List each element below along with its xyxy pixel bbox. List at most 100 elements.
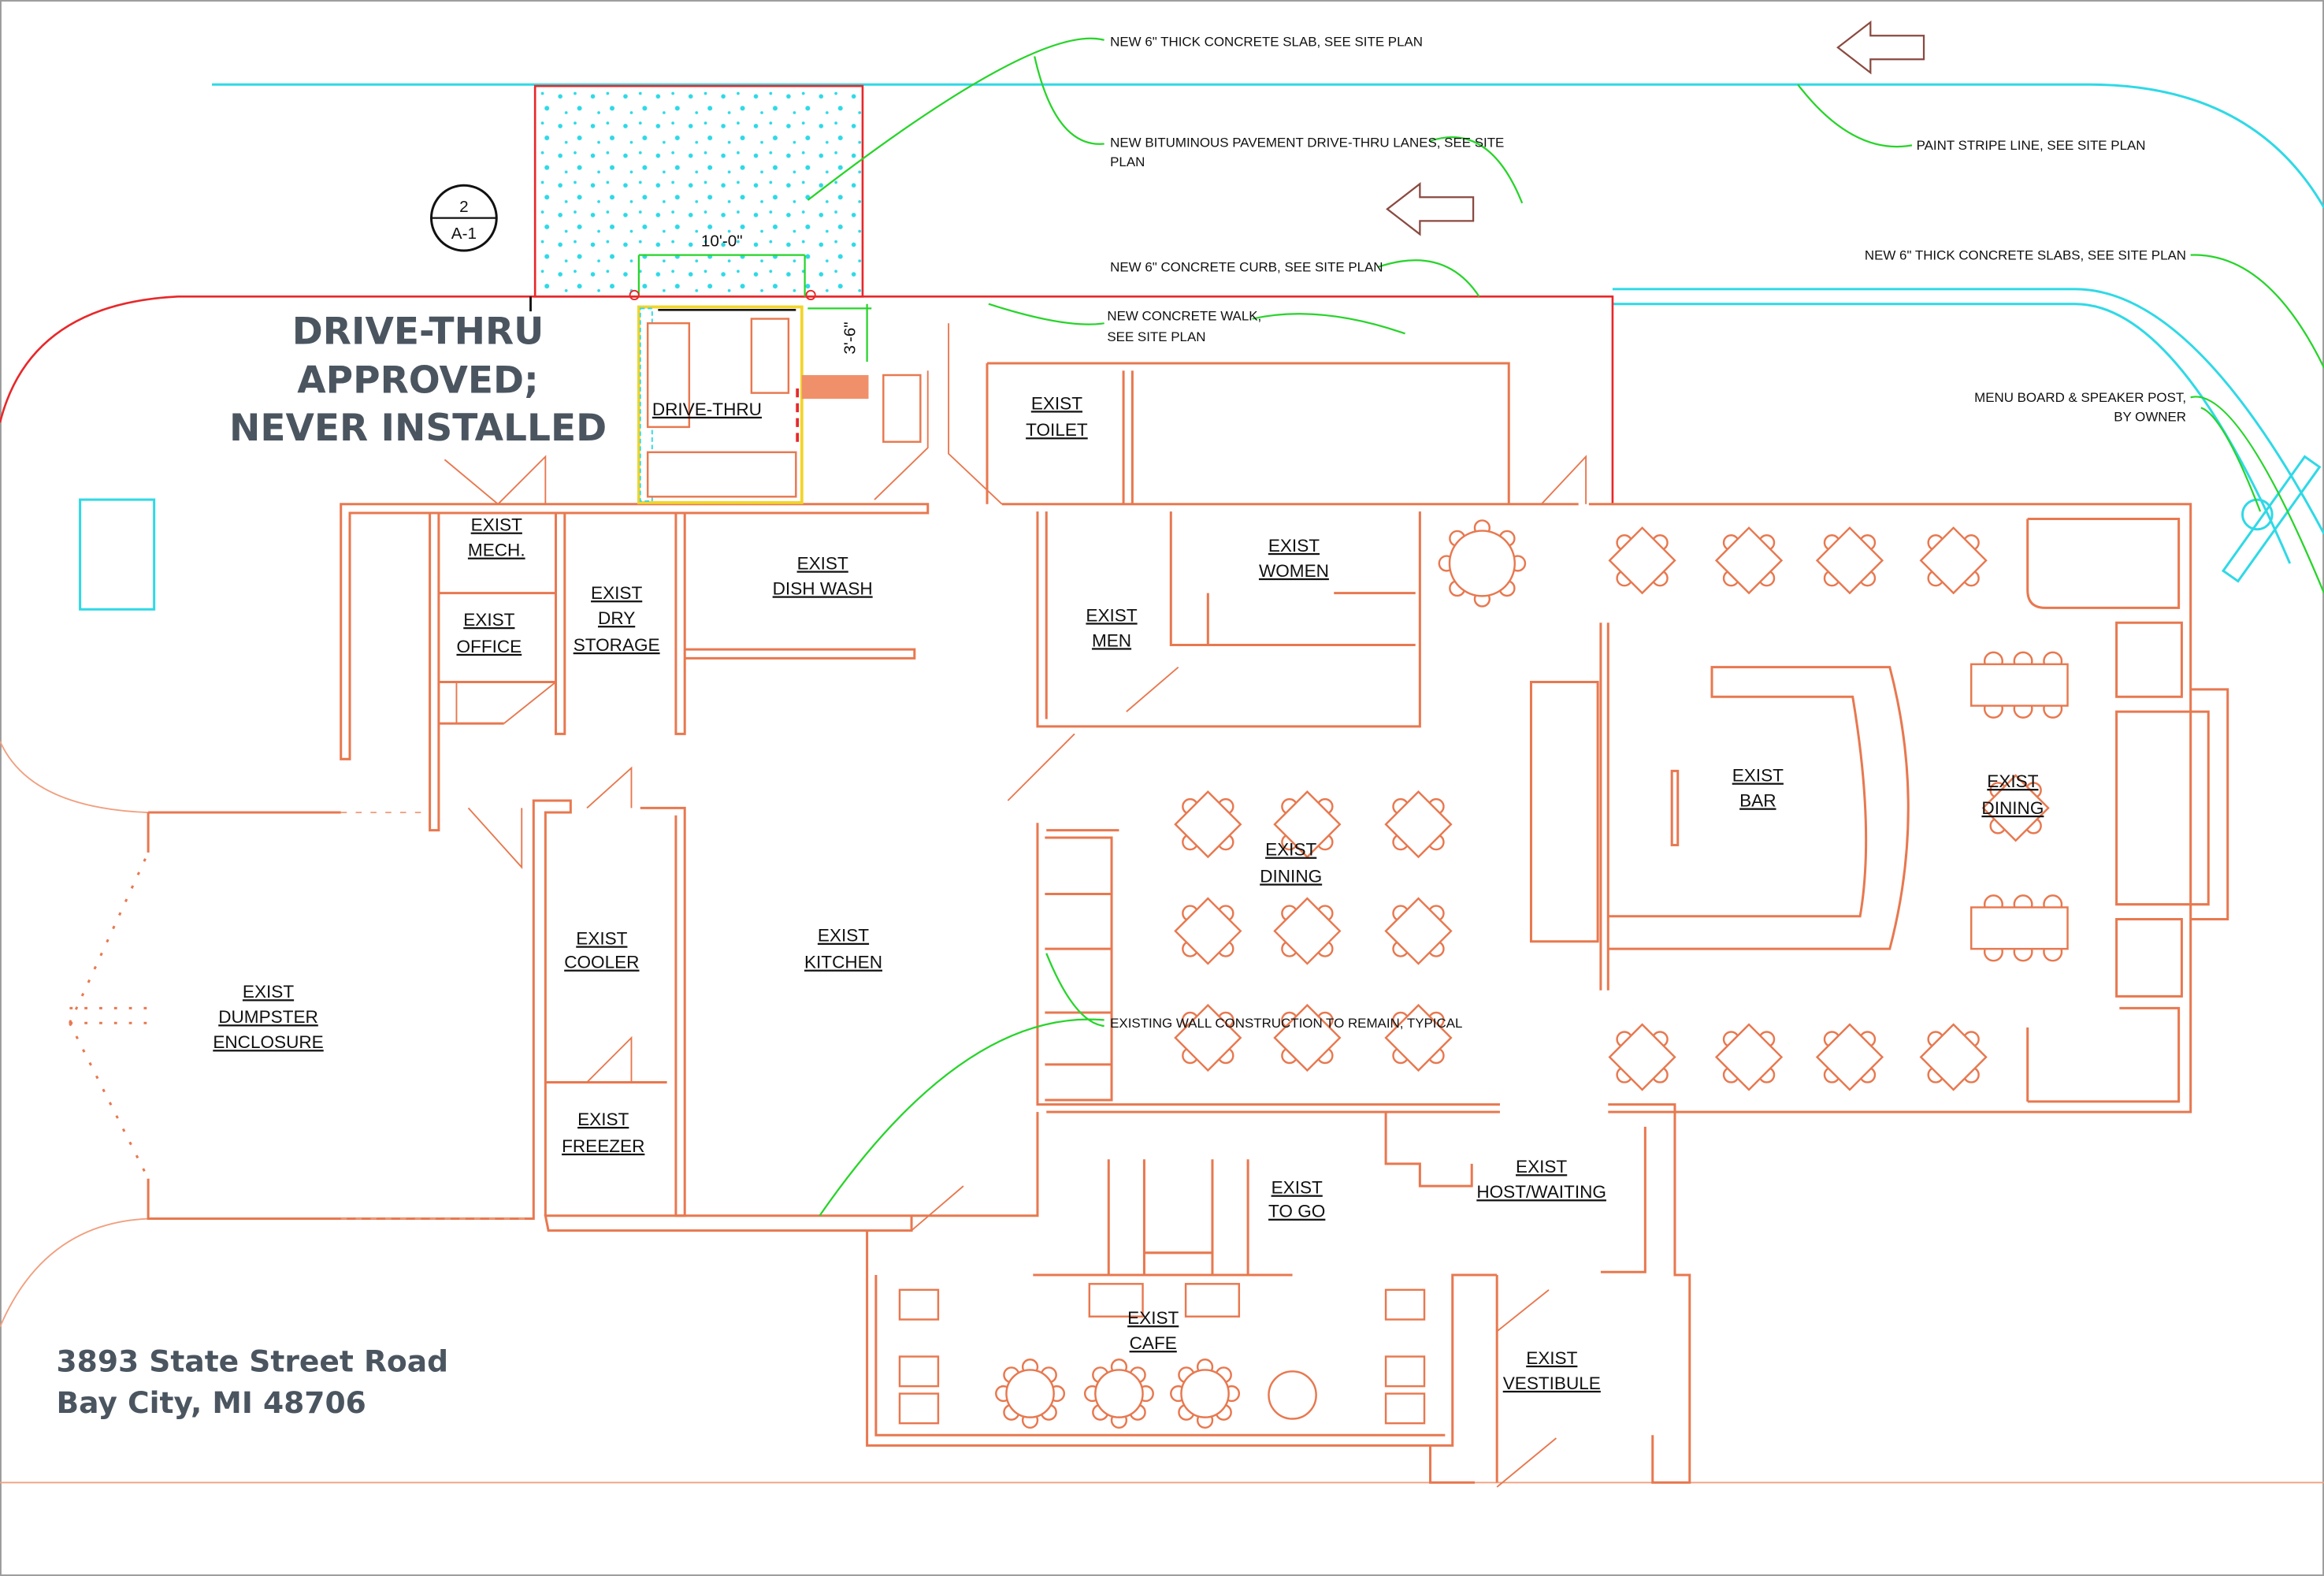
note-pavement: NEW BITUMINOUS PAVEMENT DRIVE-THRU LANES… (1110, 135, 1504, 150)
svg-text:EXIST: EXIST (1031, 393, 1082, 413)
dining-table (1714, 526, 1784, 595)
svg-text:MEN: MEN (1092, 630, 1131, 650)
svg-text:COOLER: COOLER (564, 953, 639, 972)
room-freezer: EXIST FREEZER (562, 1110, 644, 1156)
round-table (1005, 1369, 1055, 1418)
drive-thru-status-overlay: DRIVE-THRU APPROVED; NEVER INSTALLED (229, 310, 607, 450)
round-table (1268, 1370, 1317, 1420)
annotations: NEW 6" THICK CONCRETE SLAB, SEE SITE PLA… (1107, 34, 2186, 1030)
svg-text:EXIST: EXIST (243, 982, 294, 1002)
section-tag: 2 A-1 (429, 184, 532, 312)
svg-text:FREEZER: FREEZER (562, 1136, 644, 1156)
dining-table (1384, 897, 1453, 965)
svg-text:EXIST: EXIST (1268, 536, 1320, 556)
svg-text:VESTIBULE: VESTIBULE (1503, 1373, 1601, 1393)
dining-table (1970, 906, 2069, 950)
room-cooler: EXIST COOLER (564, 928, 639, 972)
dining-table (1384, 790, 1453, 859)
counter-stool (1184, 1283, 1241, 1318)
booth-seat (898, 1288, 940, 1321)
dining-table (1174, 790, 1242, 859)
svg-text:DRIVE-THRU: DRIVE-THRU (292, 310, 544, 354)
svg-text:EXIST: EXIST (576, 928, 627, 948)
dining-table (1174, 897, 1242, 965)
svg-text:EXIST: EXIST (471, 515, 522, 535)
svg-text:STORAGE: STORAGE (574, 635, 660, 655)
room-bar: EXIST BAR (1732, 766, 1784, 811)
svg-text:WOMEN: WOMEN (1259, 561, 1329, 581)
svg-text:BAR: BAR (1739, 791, 1776, 811)
note-walk: NEW CONCRETE WALK, (1107, 308, 1261, 323)
site-lines (0, 83, 2324, 1484)
svg-text:KITCHEN: KITCHEN (804, 953, 882, 972)
counter-stool (1088, 1283, 1144, 1318)
svg-text:EXIST: EXIST (1526, 1348, 1577, 1368)
room-dish-wash: EXIST DISH WASH (773, 553, 873, 598)
note-menu-board: MENU BOARD & SPEAKER POST, (1974, 390, 2186, 405)
dining-table (1384, 1003, 1453, 1072)
dimension-10ft: 10'-0" (629, 232, 816, 301)
room-toilet: EXIST TOILET (1026, 393, 1088, 440)
svg-text:OFFICE: OFFICE (456, 637, 522, 656)
svg-text:TOILET: TOILET (1026, 420, 1088, 440)
round-table (1448, 530, 1516, 597)
room-dry-storage: EXIST DRY STORAGE (574, 583, 660, 655)
dining-table (1815, 526, 1884, 595)
building-walls (69, 323, 2229, 1488)
svg-text:DUMPSTER: DUMPSTER (218, 1007, 318, 1027)
round-table (1180, 1369, 1230, 1418)
booth-seat (898, 1392, 940, 1425)
svg-text:DRY: DRY (598, 608, 635, 628)
svg-text:10'-0": 10'-0" (701, 232, 743, 250)
svg-text:EXIST: EXIST (1127, 1308, 1179, 1328)
booth-seat (1384, 1355, 1426, 1388)
note-concrete-slabs: NEW 6" THICK CONCRETE SLABS, SEE SITE PL… (1865, 247, 2186, 262)
room-men: EXIST MEN (1086, 605, 1137, 650)
svg-text:EXIST: EXIST (1086, 605, 1137, 625)
svg-text:HOST/WAITING: HOST/WAITING (1476, 1182, 1606, 1202)
svg-text:ENCLOSURE: ENCLOSURE (213, 1032, 323, 1052)
note-curb: NEW 6" CONCRETE CURB, SEE SITE PLAN (1110, 259, 1383, 274)
svg-text:NEVER INSTALLED: NEVER INSTALLED (229, 407, 607, 450)
svg-text:EXIST: EXIST (797, 553, 848, 573)
svg-text:EXIST: EXIST (1732, 766, 1784, 786)
furniture (898, 519, 2069, 1429)
address: 3893 State Street Road Bay City, MI 4870… (56, 1344, 448, 1420)
address-city: Bay City, MI 48706 (56, 1385, 366, 1420)
svg-text:DINING: DINING (1981, 798, 2044, 818)
svg-text:TO GO: TO GO (1268, 1202, 1325, 1221)
room-mech: EXIST MECH. (468, 515, 525, 560)
svg-text:SEE SITE PLAN: SEE SITE PLAN (1107, 329, 1205, 344)
booth-seat (1384, 1288, 1426, 1321)
svg-text:EXIST: EXIST (577, 1110, 629, 1129)
svg-text:3'-6": 3'-6" (841, 322, 859, 354)
room-drive-thru: DRIVE-THRU (652, 400, 762, 419)
svg-text:MECH.: MECH. (468, 541, 525, 560)
room-women: EXIST WOMEN (1259, 536, 1329, 581)
dining-table (1714, 1023, 1784, 1091)
svg-text:EXIST: EXIST (1265, 840, 1316, 860)
dining-table (1919, 526, 1988, 595)
dining-table (1608, 526, 1676, 595)
dining-table (1981, 774, 2050, 842)
address-street: 3893 State Street Road (56, 1344, 448, 1378)
dining-table (1174, 1003, 1242, 1072)
traffic-arrow-icon (1386, 182, 1475, 236)
booth-seat (898, 1355, 940, 1388)
room-vestibule: EXIST VESTIBULE (1503, 1348, 1601, 1393)
svg-text:DISH WASH: DISH WASH (773, 578, 873, 598)
leader-lines (807, 37, 2324, 1217)
dining-table (1273, 790, 1342, 859)
round-table (1094, 1369, 1144, 1418)
dining-table (1919, 1023, 1988, 1091)
dining-table (1273, 1003, 1342, 1072)
concrete-slab (533, 84, 864, 298)
sheet-number: A-1 (451, 225, 477, 243)
room-dumpster-enclosure: EXIST DUMPSTER ENCLOSURE (213, 982, 323, 1052)
traffic-arrow-icon (1836, 20, 1925, 75)
svg-text:EXIST: EXIST (591, 583, 642, 603)
